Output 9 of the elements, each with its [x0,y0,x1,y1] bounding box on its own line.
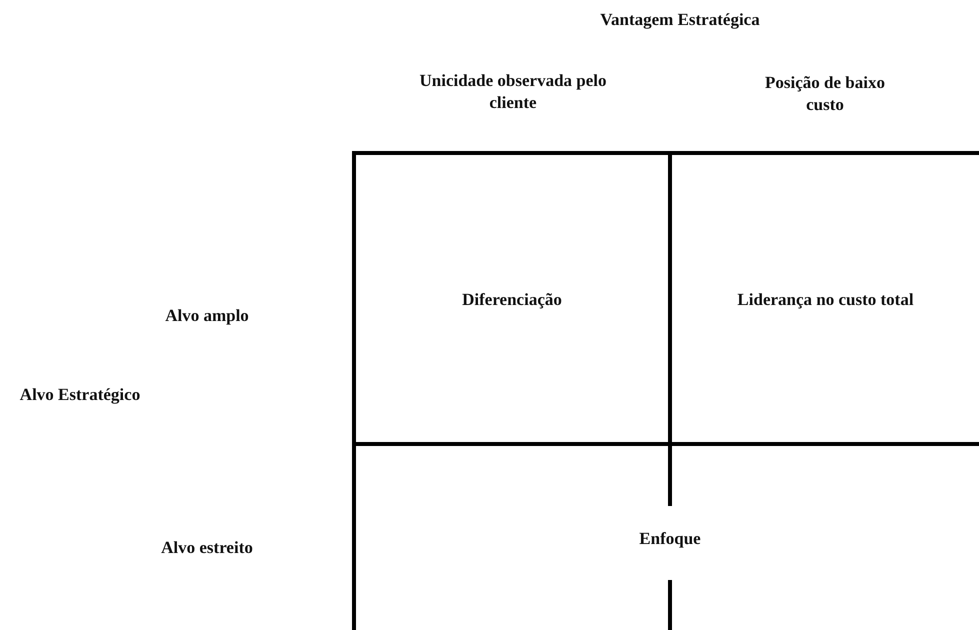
axis-title: Alvo Estratégico [20,384,140,406]
quadrant-label: Liderança no custo total [737,288,914,310]
quadrant-label: Enfoque [639,528,701,550]
quadrant-label: Diferenciação [462,288,562,310]
row-header: Alvo estreito [161,536,253,559]
column-header: Posição de baixo custo [764,72,886,116]
column-header: Unicidade observada pelo cliente [418,70,608,114]
row-header: Alvo amplo [165,304,249,327]
axis-title: Vantagem Estratégica [600,8,760,31]
